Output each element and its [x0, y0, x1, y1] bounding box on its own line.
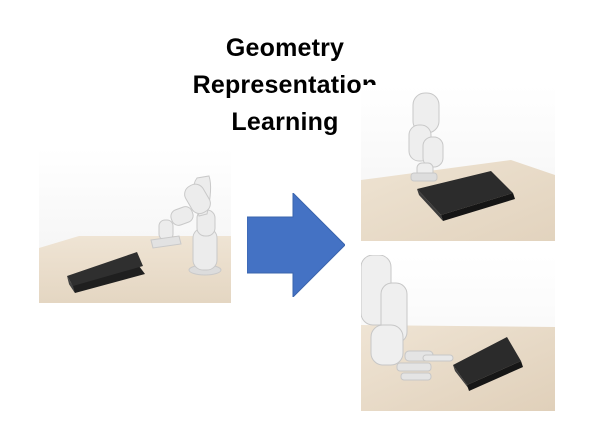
- robot-arm-icon: [150, 175, 222, 276]
- title-line-2: Representation: [192, 71, 378, 99]
- laptop-icon: [453, 337, 523, 391]
- robot-arm-icon: [408, 92, 444, 182]
- title-line-3: Learning: [231, 108, 339, 136]
- laptop-icon: [67, 252, 145, 293]
- right-arrow-icon: [247, 193, 345, 297]
- output-scene-image-top: [361, 85, 555, 241]
- title-line-1: Geometry: [225, 34, 345, 62]
- laptop-icon: [417, 171, 515, 221]
- output-scene-image-bottom: [361, 255, 555, 411]
- input-scene-image: [39, 148, 231, 303]
- diagram-title: Geometry Representation Learning: [160, 30, 410, 141]
- robot-arm-icon: [361, 255, 454, 381]
